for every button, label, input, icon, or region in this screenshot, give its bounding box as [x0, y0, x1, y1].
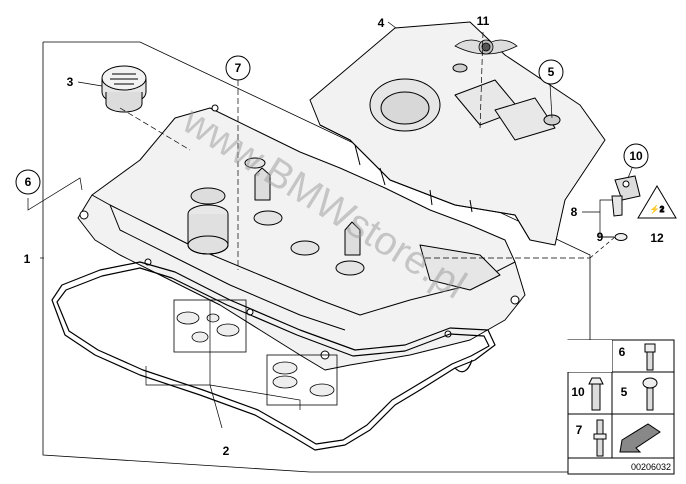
- oil-filler-cap: [101, 65, 147, 113]
- callout-10-circle: [623, 143, 649, 169]
- callout-4: 4: [378, 16, 385, 30]
- callout-6: 6: [25, 175, 32, 189]
- stud-icon-7: [593, 419, 607, 457]
- leader-lines: [27, 21, 633, 429]
- sensor: [611, 175, 641, 217]
- seal-set-left: [173, 299, 247, 353]
- callout-1: 1: [24, 252, 31, 266]
- legend-label-10: 10: [571, 385, 585, 399]
- bolt-icon-6: [644, 343, 656, 371]
- arrow-icon: [619, 423, 661, 453]
- callouts: 1 2 3 4 5 6 7 8 9 10 11 12: [15, 14, 664, 458]
- callout-10: 10: [629, 149, 643, 163]
- warning-triangle-icon: ⚡2: [637, 185, 677, 219]
- legend-label-5: 5: [621, 385, 628, 399]
- seal-set-right: [266, 354, 338, 406]
- seal-ring: [614, 233, 628, 241]
- svg-text:⚡2: ⚡2: [650, 204, 665, 214]
- callout-7-circle: [225, 55, 251, 81]
- callout-3: 3: [67, 75, 74, 89]
- callout-8: 8: [571, 205, 578, 219]
- legend-label-6: 6: [619, 345, 626, 359]
- callout-6-circle: [15, 169, 41, 195]
- callout-2: 2: [223, 444, 230, 458]
- callout-12: 12: [650, 231, 664, 245]
- valve-cover: [77, 104, 526, 371]
- bolt-icon-10: [588, 377, 604, 411]
- bolt-icon-5: [642, 377, 658, 411]
- callout-7: 7: [235, 61, 242, 75]
- callout-5: 5: [548, 65, 555, 79]
- hardware-legend: [567, 339, 675, 475]
- legend-label-7: 7: [576, 423, 583, 437]
- legend-labels: 6 10 5 7 00206032: [571, 345, 671, 472]
- callout-9: 9: [597, 230, 604, 244]
- callout-11: 11: [477, 14, 490, 28]
- diagram-code: 00206032: [631, 462, 671, 472]
- callout-5-circle: [538, 59, 564, 85]
- engine-cover: [309, 21, 606, 246]
